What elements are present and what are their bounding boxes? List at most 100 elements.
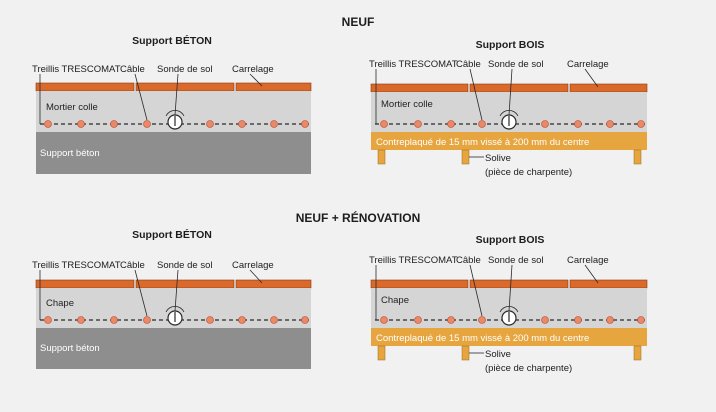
concrete-layer	[36, 328, 311, 369]
tile	[235, 82, 312, 92]
joist	[377, 345, 386, 361]
plywood-label: Contreplaqué de 15 mm vissé à 200 mm du …	[376, 137, 589, 148]
joist	[377, 149, 386, 165]
concrete-layer	[36, 132, 311, 174]
section-neuf: NEUF Support BÉTON Treillis TRESCOMAT Câ…	[32, 15, 648, 178]
section-title: NEUF + RÉNOVATION	[296, 210, 421, 225]
tile	[135, 82, 235, 92]
cable-dot	[110, 316, 118, 324]
label-sonde: Sonde de sol	[488, 255, 543, 266]
mortar-label: Mortier colle	[46, 102, 98, 113]
cable-dot	[44, 316, 52, 324]
leader-cable	[134, 269, 148, 317]
panel-subtitle: Support BÉTON	[132, 34, 212, 47]
panel-subtitle: Support BOIS	[476, 39, 545, 51]
cable-dot	[414, 120, 422, 128]
label-carrelage: Carrelage	[567, 255, 609, 266]
cable-dots	[44, 120, 309, 128]
label-cable: Câble	[120, 64, 145, 75]
cable-dot	[380, 316, 388, 324]
panel-subtitle: Support BOIS	[476, 234, 545, 246]
tile	[35, 279, 135, 289]
cable-dots	[380, 316, 645, 324]
cable-dot	[447, 316, 455, 324]
label-solive: Solive	[485, 349, 511, 360]
cable-dot	[380, 120, 388, 128]
leader-cable	[134, 73, 148, 121]
panel-subtitle: Support BÉTON	[132, 228, 212, 241]
plywood-layer	[371, 328, 647, 346]
joist	[633, 149, 642, 165]
cable-dot	[270, 120, 278, 128]
cable-dot	[44, 120, 52, 128]
cable-dot	[77, 120, 85, 128]
label-solive-note: (pièce de charpente)	[485, 167, 572, 178]
cable-dot	[606, 316, 614, 324]
screed-label: Chape	[46, 298, 74, 309]
concrete-label: Support béton	[40, 148, 100, 159]
cable-dots	[380, 120, 645, 128]
tile	[235, 279, 312, 289]
tile	[569, 279, 648, 289]
cable-dot	[606, 120, 614, 128]
leader-sonde	[174, 269, 179, 312]
tile	[35, 82, 135, 92]
label-sonde: Sonde de sol	[488, 59, 543, 70]
cable-dot	[478, 120, 486, 128]
label-solive-note: (pièce de charpente)	[485, 363, 572, 374]
cable-dot	[77, 316, 85, 324]
cable-dot	[143, 316, 151, 324]
leader-cable	[469, 264, 483, 317]
cable-dot	[414, 316, 422, 324]
panel-bois-neuf: Support BOIS Treillis TRESCOMAT Câble So…	[369, 39, 648, 178]
tile	[370, 83, 469, 93]
cable-dot	[206, 120, 214, 128]
joist	[461, 149, 470, 165]
tile	[469, 279, 569, 289]
mortar-label: Mortier colle	[381, 99, 433, 110]
label-cable: Câble	[120, 260, 145, 271]
leader-carrelage	[584, 68, 599, 88]
cable-dot	[574, 316, 582, 324]
label-carrelage: Carrelage	[232, 64, 274, 75]
tile	[370, 279, 469, 289]
leader-sonde	[508, 68, 513, 116]
label-treillis: Treillis TRESCOMAT	[369, 59, 458, 70]
plywood-layer	[371, 132, 647, 150]
cable-dots	[44, 316, 309, 324]
panel-bois-renovation: Support BOIS Treillis TRESCOMAT Câble So…	[369, 234, 648, 374]
cable-dot	[301, 316, 309, 324]
plywood-label: Contreplaqué de 15 mm vissé à 200 mm du …	[376, 333, 589, 344]
cable-dot	[301, 120, 309, 128]
panel-beton-neuf: Support BÉTON Treillis TRESCOMAT Câble S…	[32, 34, 312, 174]
label-cable: Câble	[456, 255, 481, 266]
label-carrelage: Carrelage	[232, 260, 274, 271]
cable-dot	[447, 120, 455, 128]
leader-cable	[469, 68, 483, 121]
leader-carrelage	[584, 264, 599, 284]
label-cable: Câble	[456, 59, 481, 70]
screed-label: Chape	[381, 295, 409, 306]
cable-dot	[574, 120, 582, 128]
label-treillis: Treillis TRESCOMAT	[369, 255, 458, 266]
section-neuf-renovation: NEUF + RÉNOVATION Support BÉTON Treillis…	[32, 210, 648, 374]
cable-dot	[238, 120, 246, 128]
label-sonde: Sonde de sol	[157, 64, 212, 75]
leader-sonde	[174, 73, 179, 116]
cable-dot	[270, 316, 278, 324]
label-solive: Solive	[485, 153, 511, 164]
cable-dot	[478, 316, 486, 324]
label-carrelage: Carrelage	[567, 59, 609, 70]
leader-carrelage	[249, 269, 263, 284]
panel-beton-renovation: Support BÉTON Treillis TRESCOMAT Câble S…	[32, 228, 312, 369]
leader-carrelage	[249, 73, 263, 87]
label-treillis: Treillis TRESCOMAT	[32, 64, 121, 75]
cable-dot	[637, 120, 645, 128]
cable-dot	[541, 120, 549, 128]
tile	[569, 83, 648, 93]
cable-dot	[143, 120, 151, 128]
cable-dot	[110, 120, 118, 128]
concrete-label: Support béton	[40, 343, 100, 354]
cable-dot	[541, 316, 549, 324]
